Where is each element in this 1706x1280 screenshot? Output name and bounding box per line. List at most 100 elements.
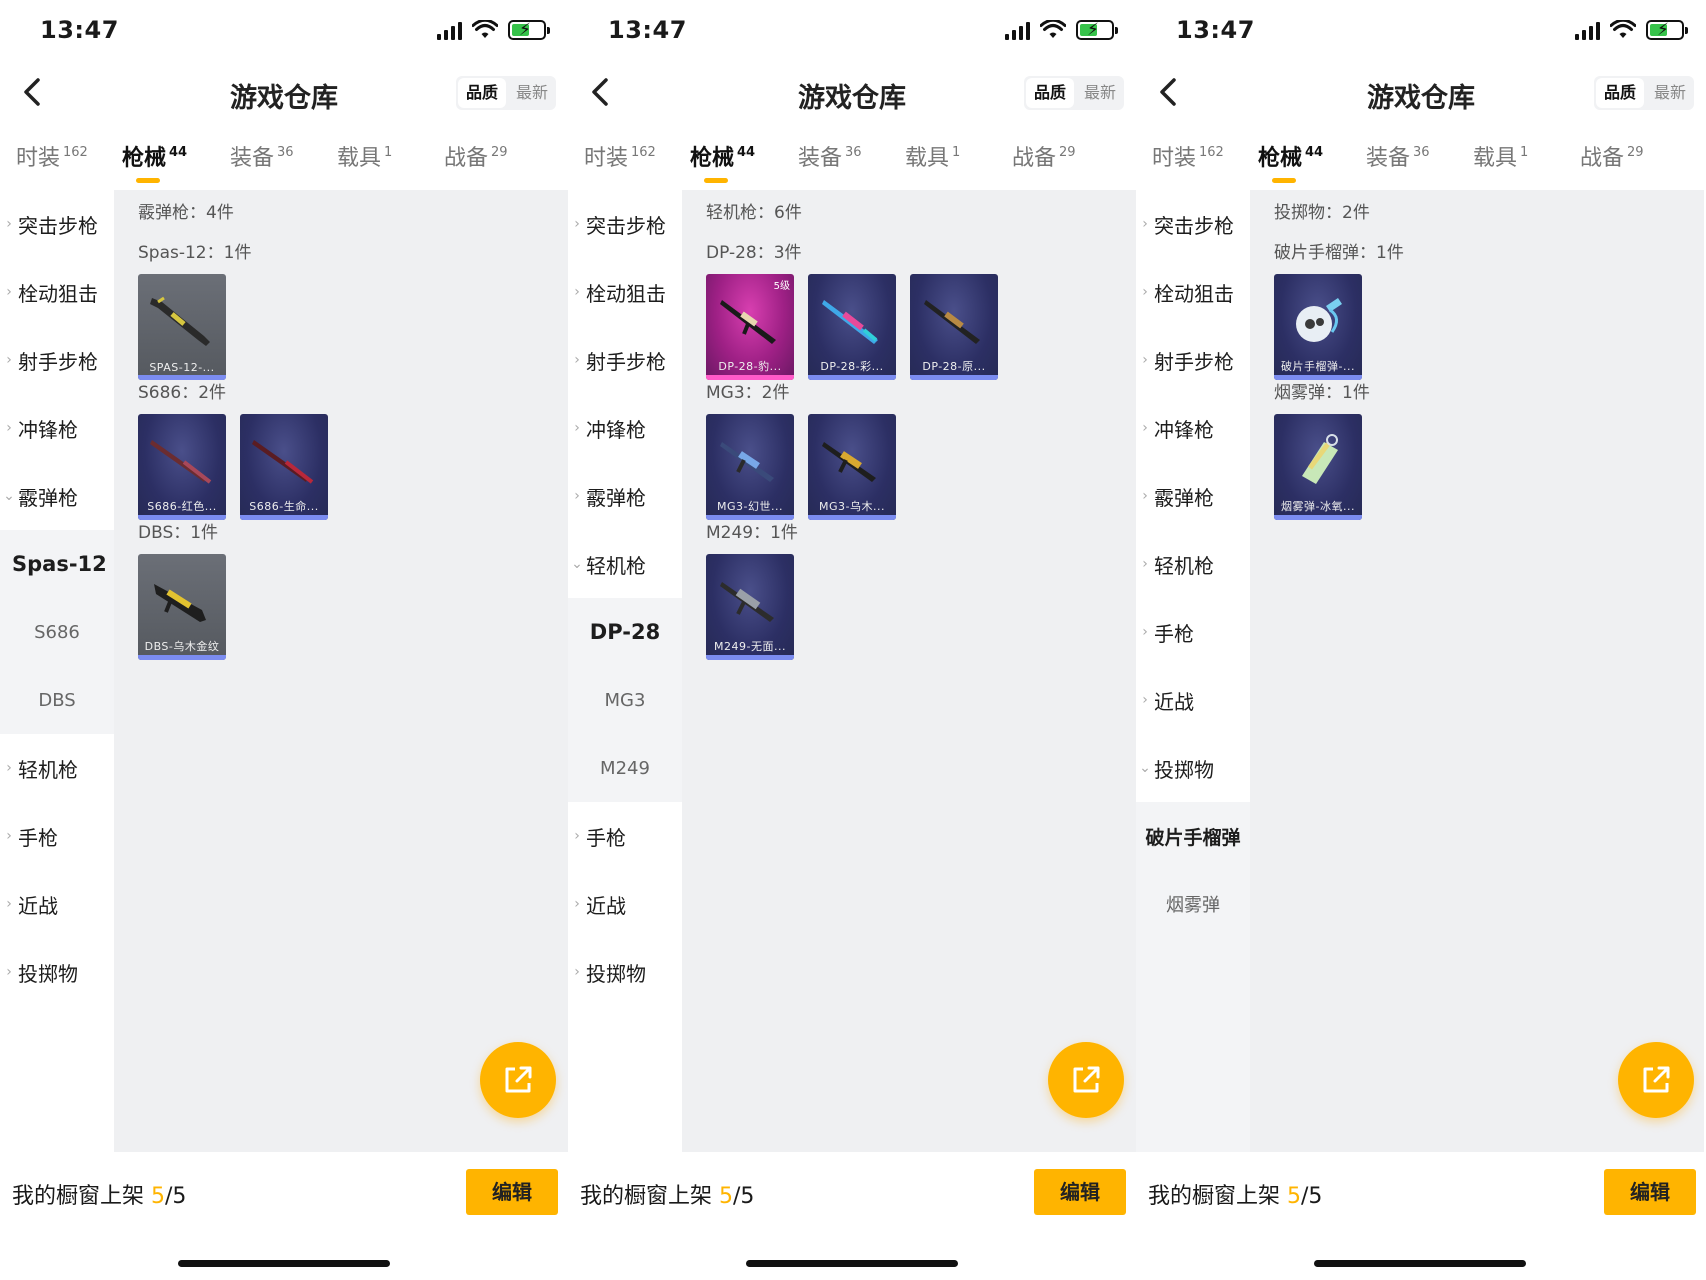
tab-label: 载具 [905,146,950,171]
lmg-icon [720,582,774,622]
sidebar-item-throwable[interactable]: ›投掷物 [574,961,646,986]
sidebar-item-smg[interactable]: ›冲锋枪 [574,417,646,442]
sidebar-item-pistol[interactable]: ›手枪 [574,825,626,850]
item-card[interactable]: 烟雾弹-冰氧... [1274,414,1362,520]
sidebar-item-dp28[interactable]: DP-28 [568,598,682,666]
item-card[interactable]: SPAS-12-... [138,274,226,380]
sidebar-item-m249[interactable]: M249 [568,734,682,802]
home-indicator[interactable] [178,1260,390,1267]
item-grid: 投掷物：2件 破片手榴弹：1件 破片手榴弹-... 烟雾弹：1件 烟雾弹-冰氧.… [1250,190,1704,1152]
sort-quality-button[interactable]: 品质 [1595,78,1644,108]
sidebar-item-marksman[interactable]: ›射手步枪 [574,349,666,374]
item-card[interactable]: DBS-乌木金纹 [138,554,226,660]
sidebar-item-melee[interactable]: ›近战 [6,893,58,918]
item-card[interactable]: MG3-幻世... [706,414,794,520]
share-button[interactable] [480,1042,556,1118]
item-card[interactable]: 5级 DP-28-豹... [706,274,794,380]
sort-latest-button[interactable]: 最新 [1653,83,1686,102]
sidebar-item-shotgun[interactable]: ⌄霰弹枪 [3,485,78,510]
sidebar-item-shotgun[interactable]: ›霰弹枪 [574,485,646,510]
sort-quality-button[interactable]: 品质 [457,78,506,108]
sidebar-item-dbs[interactable]: DBS [0,666,114,734]
sidebar-item-pistol[interactable]: ›手枪 [6,825,58,850]
tab-count: 162 [63,145,88,160]
sidebar-item-bolt-sniper[interactable]: ›栓动狙击 [6,281,98,306]
share-button[interactable] [1618,1042,1694,1118]
signal-icon [1575,20,1600,40]
sidebar-item-smg[interactable]: ›冲锋枪 [1142,417,1214,442]
sidebar-item-mg3[interactable]: MG3 [568,666,682,734]
edit-button[interactable]: 编辑 [466,1169,558,1215]
status-bar: 13:47 ⚡ [1136,0,1706,66]
tab-count: 162 [1199,145,1224,160]
sidebar-item-assault-rifle[interactable]: ›突击步枪 [1142,213,1234,238]
sidebar-item-frag-grenade[interactable]: 破片手榴弹 [1136,802,1250,870]
sidebar-filler [1136,938,1250,1152]
back-arrow-icon[interactable] [16,74,56,114]
item-card[interactable]: S686-红色... [138,414,226,520]
sidebar-item-smoke-grenade[interactable]: 烟雾弹 [1136,870,1250,938]
home-indicator[interactable] [746,1260,958,1267]
signal-icon [1005,20,1030,40]
sidebar-item-lmg[interactable]: ›轻机枪 [6,757,78,782]
sidebar-item-spas12[interactable]: Spas-12 [0,530,114,598]
sidebar-item-lmg[interactable]: ›轻机枪 [1142,553,1214,578]
sidebar-item-melee[interactable]: ›近战 [1142,689,1194,714]
sidebar-item-s686[interactable]: S686 [0,598,114,666]
sidebar-item-bolt-sniper[interactable]: ›栓动狙击 [574,281,666,306]
active-tab-indicator [704,178,728,183]
rarity-bar [706,375,794,380]
subgroup-heading: M249：1件 [706,523,798,543]
item-card[interactable]: M249-无面... [706,554,794,660]
subgroup-heading: DP-28：3件 [706,243,802,263]
sidebar-item-throwable[interactable]: ⌄投掷物 [1139,757,1214,782]
item-card[interactable]: S686-生命... [240,414,328,520]
tab-label: 装备 [1366,146,1411,171]
sidebar-item-smg[interactable]: ›冲锋枪 [6,417,78,442]
edit-button[interactable]: 编辑 [1604,1169,1696,1215]
tab-count: 36 [277,145,294,160]
sidebar-item-throwable[interactable]: ›投掷物 [6,961,78,986]
rarity-bar [808,515,896,520]
sidebar-item-melee[interactable]: ›近战 [574,893,626,918]
page-title: 游戏仓库 [230,83,338,114]
sidebar-item-pistol[interactable]: ›手枪 [1142,621,1194,646]
edit-button[interactable]: 编辑 [1034,1169,1126,1215]
back-arrow-icon[interactable] [584,74,624,114]
sidebar-item-assault-rifle[interactable]: ›突击步枪 [574,213,666,238]
home-indicator[interactable] [1314,1260,1526,1267]
sort-latest-button[interactable]: 最新 [515,83,548,102]
item-card[interactable]: 破片手榴弹-... [1274,274,1362,380]
sidebar-item-shotgun[interactable]: ›霰弹枪 [1142,485,1214,510]
sort-latest-button[interactable]: 最新 [1083,83,1116,102]
sidebar-item-bolt-sniper[interactable]: ›栓动狙击 [1142,281,1234,306]
sort-quality-button[interactable]: 品质 [1025,78,1074,108]
sidebar-item-marksman[interactable]: ›射手步枪 [6,349,98,374]
lmg-icon [822,300,878,344]
back-arrow-icon[interactable] [1152,74,1192,114]
wifi-icon [472,20,498,38]
showcase-count: 5 [719,1184,734,1209]
item-card[interactable]: MG3-乌木... [808,414,896,520]
sidebar-item-assault-rifle[interactable]: ›突击步枪 [6,213,98,238]
sidebar-item-lmg[interactable]: ⌄轻机枪 [571,553,646,578]
item-card[interactable]: DP-28-彩... [808,274,896,380]
sidebar-item-marksman[interactable]: ›射手步枪 [1142,349,1234,374]
share-button[interactable] [1048,1042,1124,1118]
item-card[interactable]: DP-28-原... [910,274,998,380]
